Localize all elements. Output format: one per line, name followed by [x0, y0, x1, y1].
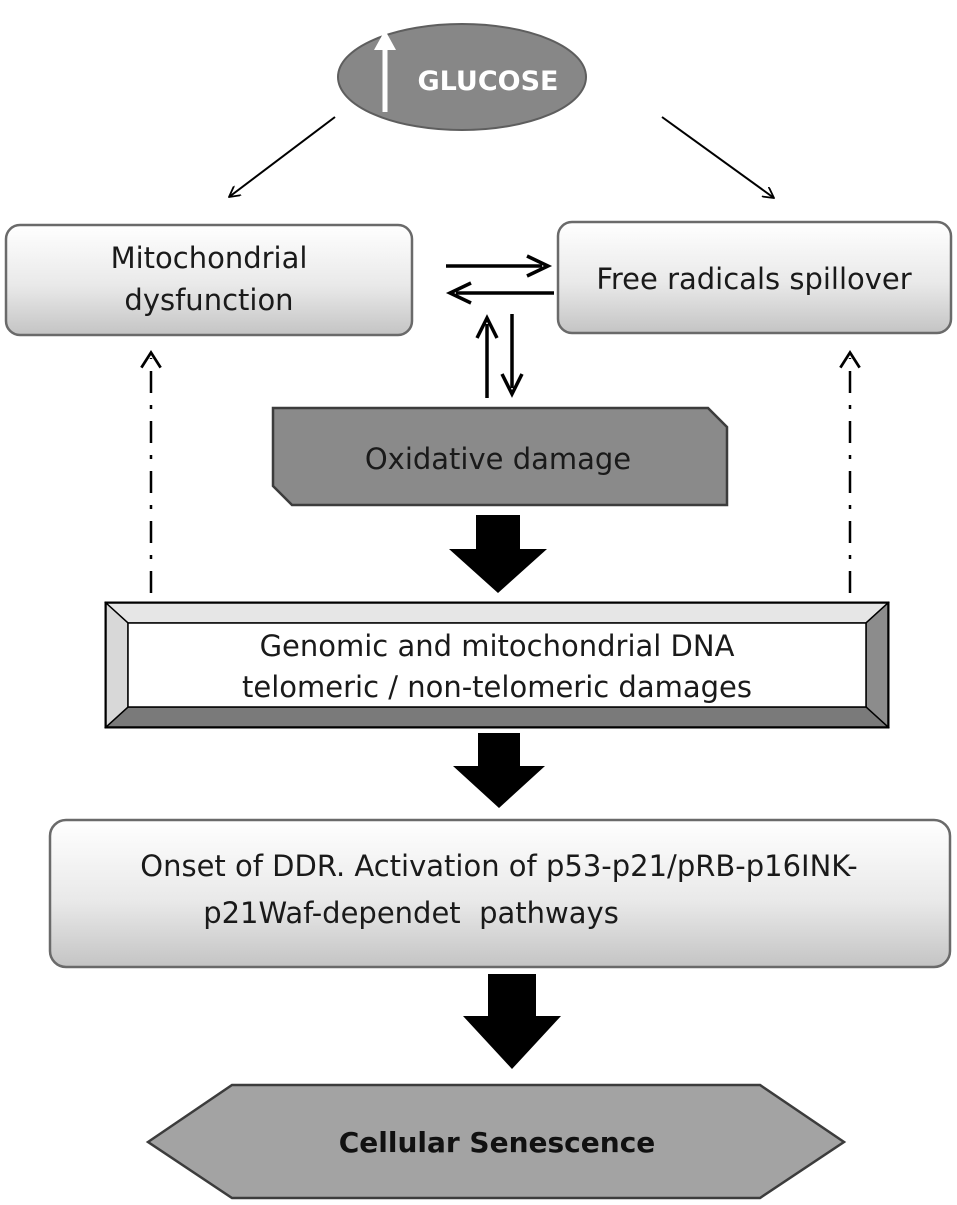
- glucose-node: GLUCOSE: [337, 23, 587, 131]
- glucose-to-mito-arrow: [229, 116, 336, 197]
- dna-damage-line-2: telomeric / non-telomeric damages: [242, 670, 752, 704]
- free-radicals-box: Free radicals spillover: [556, 220, 953, 335]
- up-arrow-icon: [374, 30, 396, 112]
- oxidative-damage-label: Oxidative damage: [365, 442, 631, 476]
- ddr-onset-line-1: Onset of DDR. Activation of p53-p21/pRB-…: [140, 849, 857, 883]
- oxidative-exchange-arrows: [475, 314, 524, 398]
- mitochondrial-dysfunction-line-1: Mitochondrial: [111, 241, 308, 275]
- free-radicals-label: Free radicals spillover: [596, 262, 911, 296]
- mitochondrial-dysfunction-line-2: dysfunction: [124, 283, 293, 317]
- mito-radicals-exchange-arrows: [445, 254, 554, 305]
- mitochondrial-dysfunction-box: Mitochondrial dysfunction: [4, 223, 414, 337]
- ddr-to-senescence-arrow: [463, 974, 561, 1069]
- cellular-senescence-node: Cellular Senescence: [145, 1083, 847, 1200]
- oxidative-to-dna-arrow: [449, 515, 547, 593]
- ddr-onset-box: Onset of DDR. Activation of p53-p21/pRB-…: [48, 818, 952, 969]
- dna-to-ddr-arrow: [453, 733, 545, 808]
- glucose-to-radicals-arrow: [661, 116, 774, 198]
- oxidative-damage-box: Oxidative damage: [271, 406, 729, 507]
- dna-damage-box: Genomic and mitochondrial DNA telomeric …: [104, 601, 890, 729]
- glucose-label: GLUCOSE: [418, 66, 559, 97]
- cellular-senescence-label: Cellular Senescence: [339, 1126, 656, 1159]
- ddr-onset-line-2: p21Waf-dependet pathways: [203, 896, 619, 930]
- dna-damage-line-1: Genomic and mitochondrial DNA: [260, 629, 735, 663]
